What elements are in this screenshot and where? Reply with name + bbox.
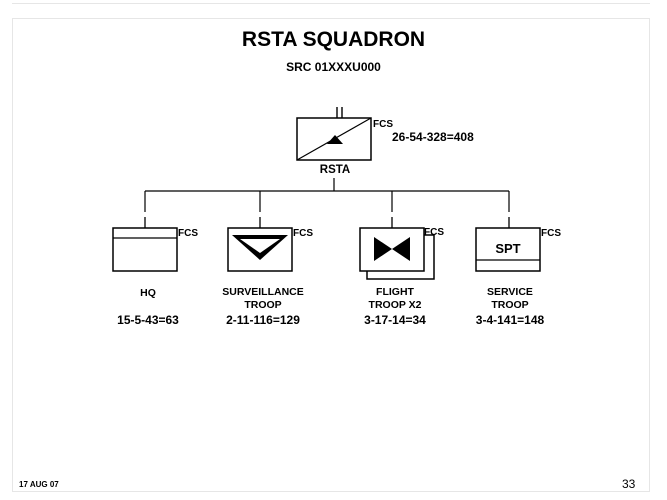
hq-label: HQ [140, 287, 156, 299]
service-fcs-tag: FCS [541, 228, 561, 239]
headquarters-symbol [112, 227, 178, 272]
troop-echelon-marks [144, 217, 510, 228]
surveillance-label: SURVEILLANCE TROOP [205, 286, 321, 312]
surveillance-strength: 2-11-116=129 [226, 313, 300, 327]
footer-date: 17 AUG 07 [19, 480, 59, 489]
flight-label-line-2: TROOP X2 [368, 299, 422, 311]
hq-fcs-tag: FCS [178, 228, 198, 239]
service-label-line-2: TROOP [491, 299, 529, 311]
slide-frame [12, 18, 650, 492]
service-symbol [475, 227, 541, 272]
service-label: SERVICE TROOP [458, 286, 562, 312]
flight-strength: 3-17-14=34 [364, 313, 426, 327]
flight-label: FLIGHT TROOP X2 [340, 286, 450, 312]
top-border [12, 0, 650, 4]
rsta-fcs-tag: FCS [373, 119, 393, 130]
connector-lines [144, 178, 510, 212]
page-title: RSTA SQUADRON [241, 28, 426, 51]
aviation-bowtie-symbol [359, 227, 435, 280]
flight-label-line-1: FLIGHT [376, 286, 414, 298]
service-strength: 3-4-141=148 [475, 313, 545, 327]
rsta-unit-symbol [296, 117, 372, 161]
flight-fcs-tag: FCS [424, 227, 444, 238]
rsta-label: RSTA [319, 164, 351, 176]
page-number: 33 [622, 477, 636, 491]
surveillance-symbol [227, 227, 293, 272]
surveillance-fcs-tag: FCS [293, 228, 313, 239]
page-subtitle: SRC 01XXXU000 [286, 60, 381, 74]
rsta-strength: 26-54-328=408 [392, 130, 474, 144]
surveillance-label-line-2: TROOP [244, 299, 282, 311]
service-symbol-text: SPT [495, 241, 521, 256]
hq-strength: 15-5-43=63 [117, 313, 179, 327]
service-label-line-1: SERVICE [487, 286, 533, 298]
surveillance-label-line-1: SURVEILLANCE [222, 286, 304, 298]
